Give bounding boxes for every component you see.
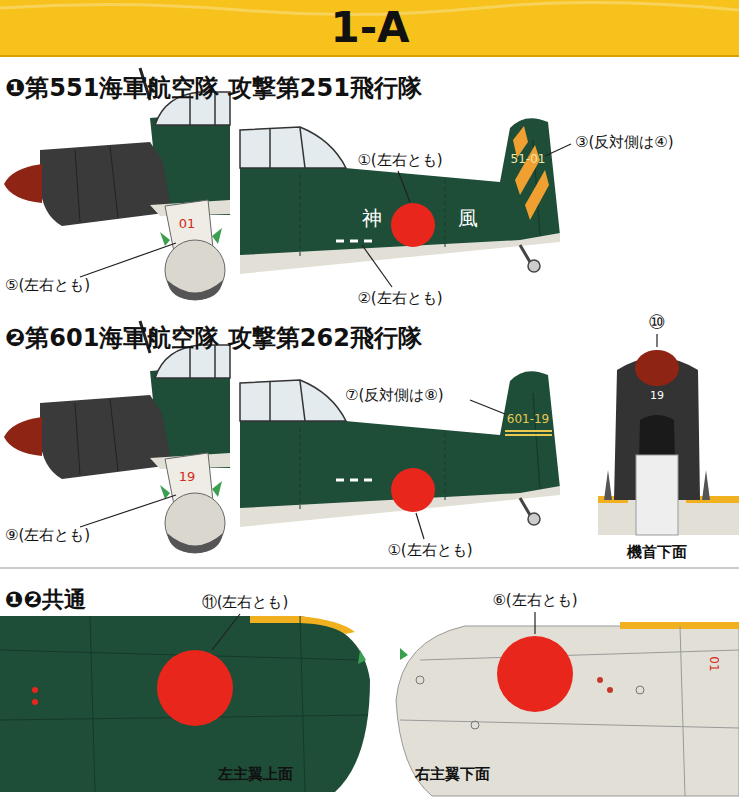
callout-number: ⑨(左右とも)	[5, 527, 90, 544]
wing-number: 01	[706, 656, 719, 671]
callout-number: ②(左右とも)	[357, 290, 442, 307]
callout-number: ⑤(左右とも)	[5, 277, 90, 294]
view-caption: 左主翼上面	[218, 766, 293, 783]
gear-number: 19	[179, 470, 196, 484]
tail-code: 51-01	[511, 153, 546, 166]
fuselage-kanji: 神	[362, 207, 382, 229]
callout-number: ⑦(反対側は⑧)	[345, 387, 444, 404]
sheet-title: 1-A	[330, 5, 409, 51]
view-caption: 機首下面	[627, 544, 687, 561]
callout-number: ③(反対側は④)	[575, 134, 674, 151]
section-heading: ❶❷共通	[5, 588, 86, 612]
callout-number: ⑩	[648, 311, 666, 333]
callout-number: ⑥(左右とも)	[492, 592, 577, 609]
fuselage-kanji: 風	[458, 207, 478, 229]
callout-number: ①(左右とも)	[357, 152, 442, 169]
callout-number: ①(左右とも)	[387, 542, 472, 559]
gear-number: 01	[179, 217, 196, 231]
view-caption: 右主翼下面	[415, 766, 490, 783]
section-heading: ❶第551海軍航空隊 攻撃第251飛行隊	[5, 75, 422, 101]
section-heading: ❷第601海軍航空隊 攻撃第262飛行隊	[5, 325, 422, 351]
tail-code: 601-19	[507, 413, 550, 426]
callout-number: ⑪(左右とも)	[202, 594, 289, 611]
nose-number: 19	[650, 390, 664, 402]
